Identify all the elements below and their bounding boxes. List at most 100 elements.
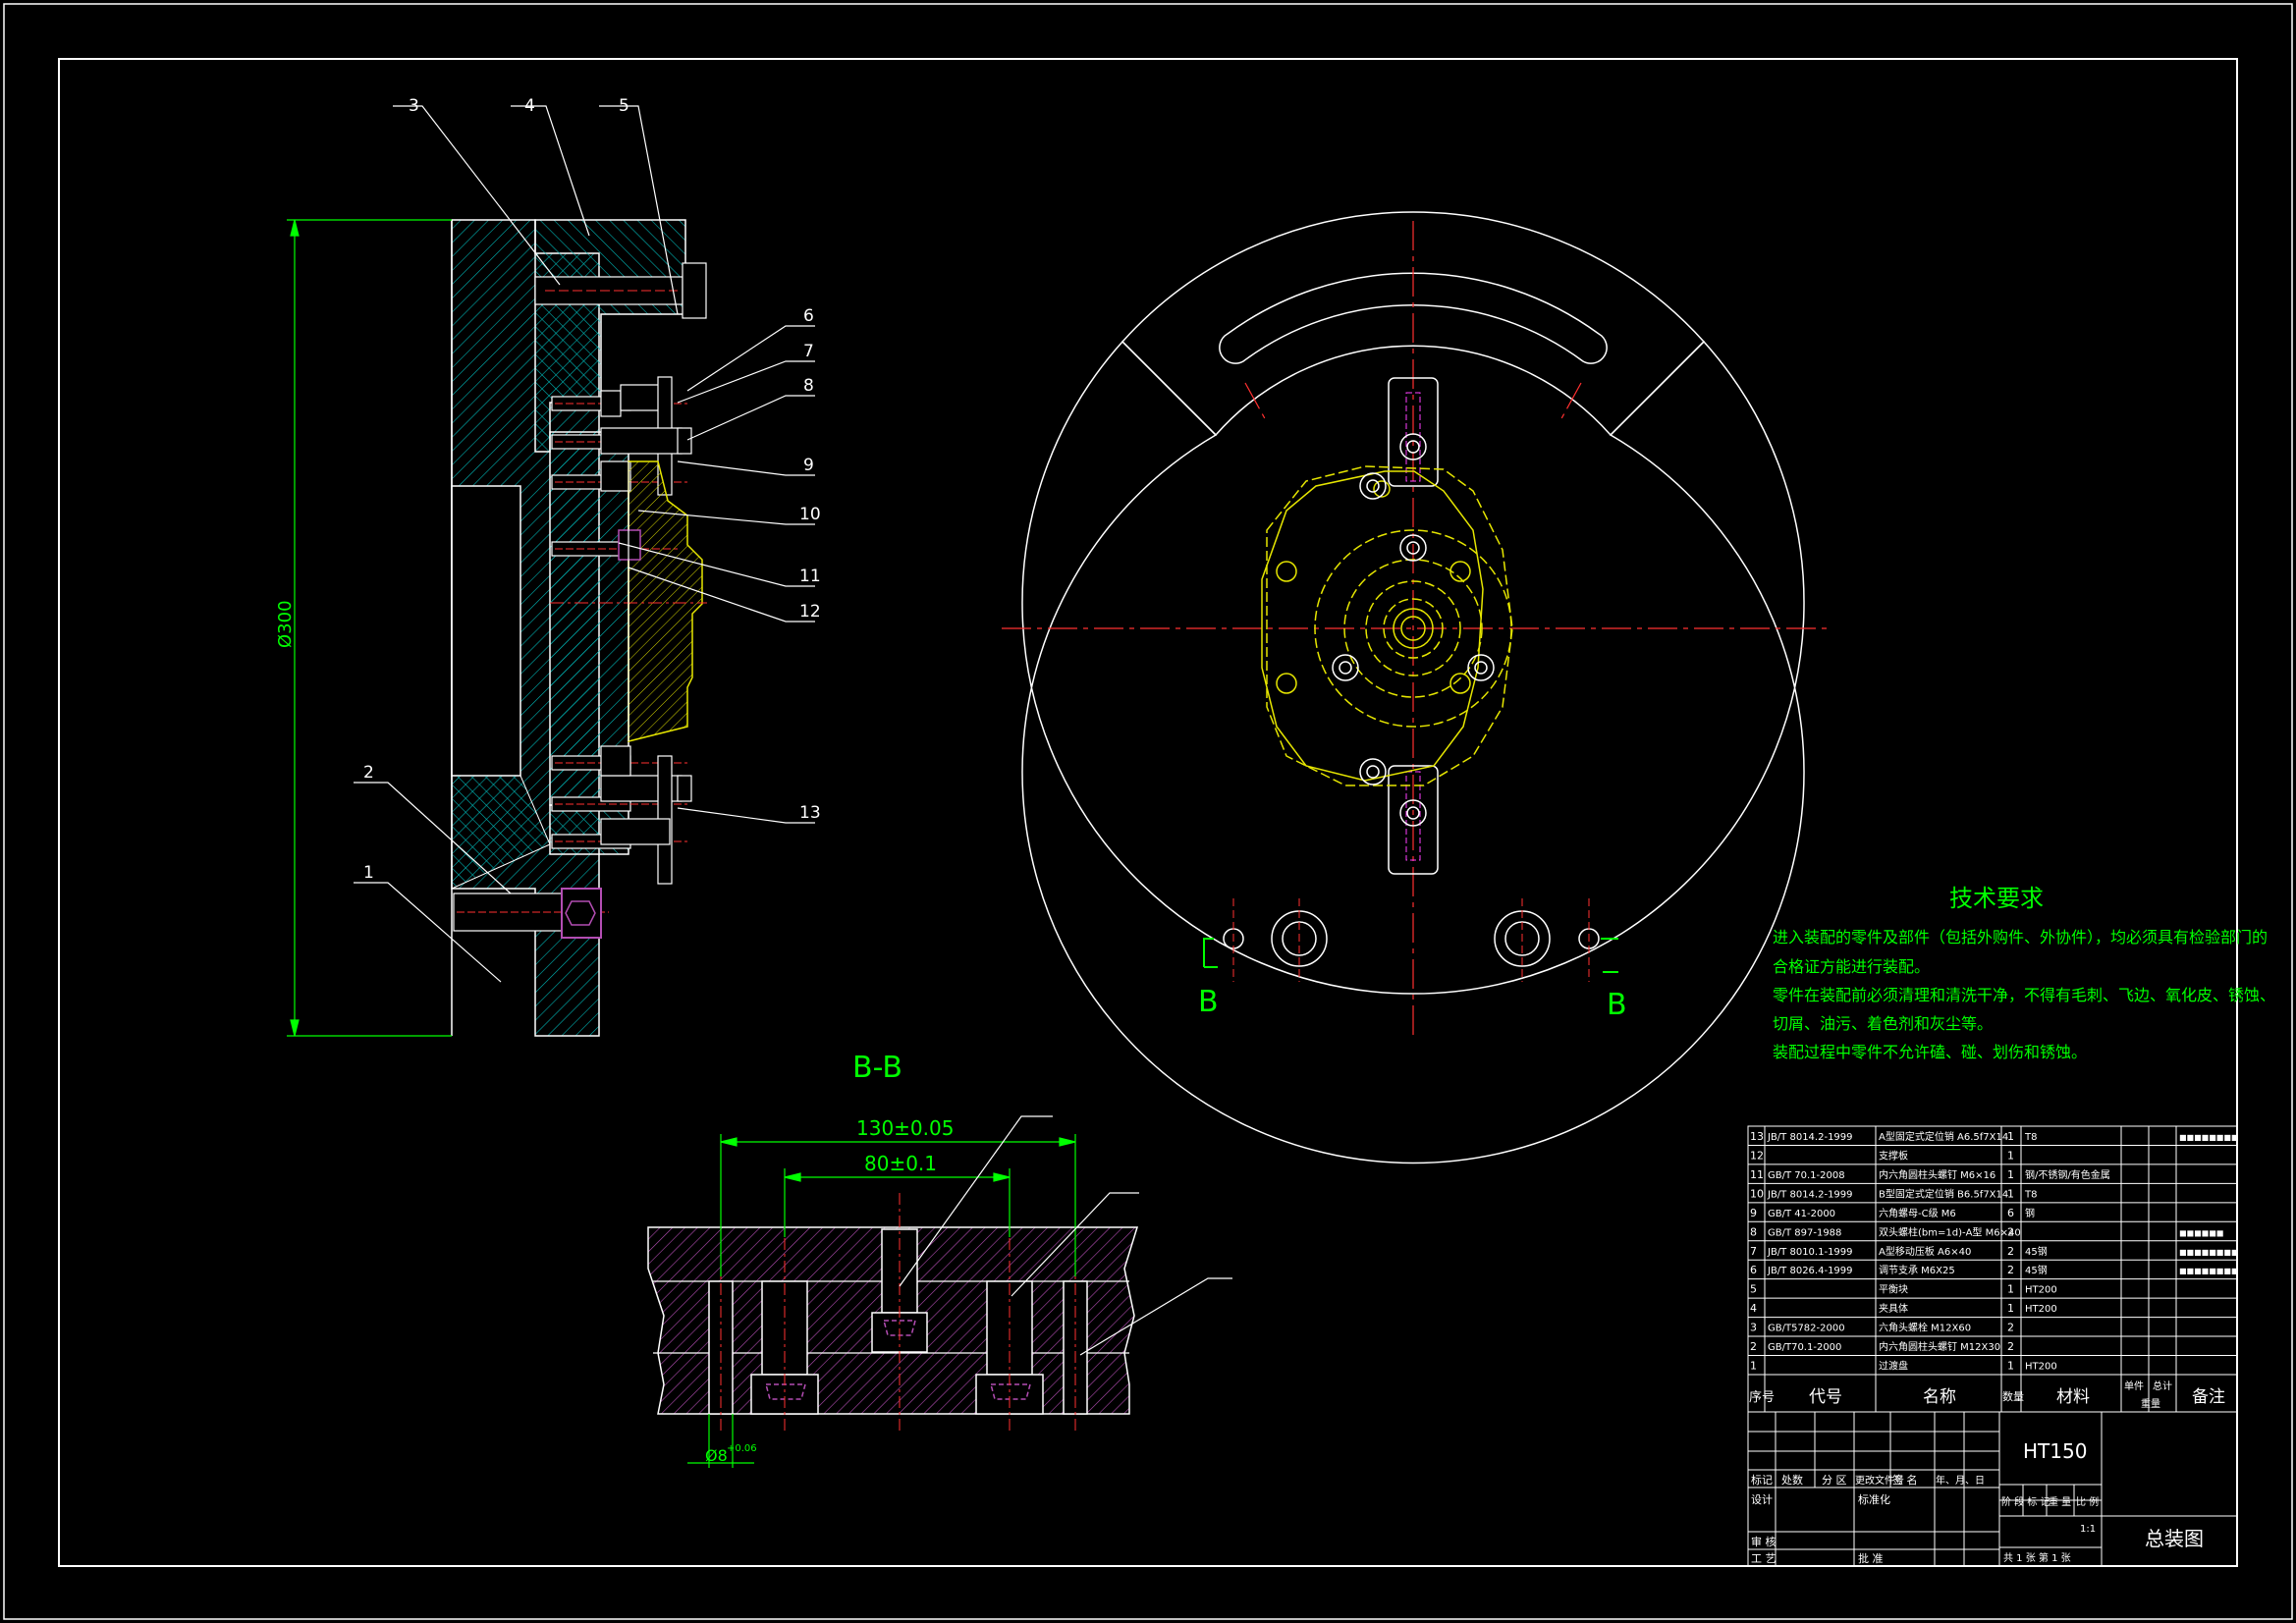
bom-header-unit: 单件	[2124, 1380, 2144, 1392]
bom-cell-code: JB/T 8010.1-1999	[1767, 1247, 1853, 1258]
bom-cell-name: 六角螺母-C级 M6	[1879, 1208, 1956, 1219]
bom-cell-note: ■■■■■■■■	[2179, 1267, 2238, 1275]
bom-cell-mat: T8	[2024, 1189, 2037, 1200]
bom-cell-name: 过渡盘	[1879, 1360, 1908, 1373]
technical-requirements: 技术要求 进入装配的零件及部件（包括外购件、外协件），均必须具有检验部门的 合格…	[1773, 885, 2275, 1061]
front-view: B B	[1002, 211, 1827, 1164]
bom-cell-name: 双头螺柱(bm=1d)-A型 M6×40	[1879, 1225, 2021, 1238]
bom-cell-no: 7	[1750, 1245, 1757, 1258]
bom-cell-mat: 45钢	[2025, 1264, 2048, 1276]
dim-pin-tol: +0.06	[727, 1443, 757, 1454]
bom-cell-code: GB/T 41-2000	[1768, 1209, 1835, 1219]
bom-cell-qty: 1	[2007, 1130, 2014, 1143]
bom-cell-name: 内六角圆柱头螺钉 M12X30	[1879, 1340, 2000, 1353]
bom-header-mat: 材料	[2056, 1387, 2090, 1407]
bom-cell-code: JB/T 8026.4-1999	[1767, 1266, 1853, 1276]
section-title: B-B	[852, 1051, 902, 1085]
bom-cell-mat: 钢	[2025, 1207, 2035, 1219]
bom-cell-name: A型固定式定位销 A6.5f7X14	[1879, 1130, 2008, 1143]
bom-header-no: 序号	[1749, 1390, 1775, 1405]
bom-cell-code: GB/T 897-1988	[1768, 1227, 1841, 1238]
sheet-border	[3, 3, 2293, 1620]
bom-cell-name: 内六角圆柱头螺钉 M6×16	[1879, 1168, 1995, 1181]
balloon-9: 9	[803, 456, 814, 475]
bom-cell-qty: 2	[2007, 1322, 2014, 1334]
bom-cell-no: 6	[1750, 1264, 1757, 1276]
balloon-12: 12	[799, 602, 821, 622]
bom-cell-qty: 1	[2007, 1360, 2014, 1373]
bom-cell-no: 5	[1750, 1283, 1757, 1296]
title-sign: 签 名	[1892, 1473, 1918, 1487]
title-block	[1747, 1411, 2238, 1567]
title-count: 处数	[1781, 1474, 1803, 1487]
bom-cell-no: 12	[1750, 1149, 1764, 1162]
dim-width-inner: 80±0.1	[864, 1152, 937, 1175]
bom-cell-no: 4	[1750, 1302, 1757, 1315]
bom-cell-name: A型移动压板 A6×40	[1879, 1245, 1971, 1258]
bom-cell-qty: 1	[2007, 1302, 2014, 1315]
title-stage-mark: 阶 段 标 记	[2001, 1495, 2050, 1508]
bom-header-note: 备注	[2192, 1387, 2225, 1407]
tech-line-3: 零件在装配前必须清理和清洗干净，不得有毛刺、飞边、氧化皮、锈蚀、	[1773, 986, 2275, 1004]
bom-header-code: 代号	[1809, 1387, 1842, 1407]
title-mark: 标记	[1751, 1473, 1773, 1487]
bom-cell-mat: T8	[2024, 1132, 2037, 1143]
bom-cell-name: 调节支承 M6X25	[1879, 1265, 1955, 1276]
title-standardize: 标准化	[1858, 1492, 1890, 1506]
balloon-11: 11	[799, 567, 821, 586]
bom-cell-name: 夹具体	[1879, 1302, 1908, 1315]
bom-cell-no: 3	[1750, 1322, 1757, 1334]
bom-cell-no: 13	[1750, 1130, 1764, 1143]
section-b-b-view: B-B	[647, 1051, 1232, 1468]
title-scale: 比 例	[2076, 1495, 2099, 1508]
bom-cell-qty: 2	[2007, 1225, 2014, 1238]
bom-cell-no: 8	[1750, 1225, 1757, 1238]
title-design: 设计	[1751, 1493, 1773, 1506]
frame-border	[58, 58, 2238, 1567]
bom-cell-mat: HT200	[2025, 1362, 2057, 1373]
balloon-3: 3	[409, 96, 419, 116]
bom-cell-no: 1	[1750, 1360, 1757, 1373]
section-marker-left: B	[1198, 985, 1219, 1019]
bom-cell-note: ■■■■■■■■	[2179, 1133, 2238, 1142]
tech-line-2: 合格证方能进行装配。	[1773, 957, 1930, 976]
balloon-13: 13	[799, 803, 821, 823]
title-approve: 批 准	[1858, 1551, 1884, 1565]
bom-cell-name: B型固定式定位销 B6.5f7X14	[1879, 1187, 2008, 1200]
bom-cell-code: JB/T 8014.2-1999	[1767, 1189, 1853, 1200]
bom-cell-qty: 2	[2007, 1264, 2014, 1276]
bom-header-weight: 重量	[2141, 1397, 2160, 1410]
bom-cell-code: GB/T 70.1-2008	[1768, 1170, 1845, 1181]
bom-header-total: 总计	[2153, 1380, 2172, 1392]
bom-cell-qty: 1	[2007, 1187, 2014, 1200]
section-marker-right: B	[1607, 988, 1627, 1022]
part-12-support-plate	[628, 460, 703, 742]
bom-cell-mat: HT200	[2025, 1304, 2057, 1315]
bom-cell-code: JB/T 8014.2-1999	[1767, 1132, 1853, 1143]
balloon-2: 2	[363, 763, 374, 783]
title-block-text: HT150 总装图 标记 处数 分 区 更改文件号 签 名 年、月、日 设计 标…	[1751, 1439, 2204, 1565]
bom-cell-qty: 1	[2007, 1168, 2014, 1181]
bom-cell-qty: 2	[2007, 1340, 2014, 1353]
tech-line-4: 切屑、油污、着色剂和灰尘等。	[1773, 1014, 1993, 1033]
arc-slot	[1219, 272, 1608, 364]
bom-cell-code: GB/T5782-2000	[1768, 1324, 1845, 1334]
balloon-leaders	[354, 105, 815, 983]
bom-cell-no: 9	[1750, 1207, 1757, 1219]
balloon-labels: 1 2 3 4 5 6 7 8 9 10 11 12 13	[363, 96, 821, 883]
bom-cell-qty: 6	[2007, 1207, 2014, 1219]
title-weight: 重 量	[2049, 1495, 2071, 1508]
bom-header: 序号 代号 名称 数量 材料 单件 总计 重量 备注	[1749, 1380, 2225, 1410]
bom-header-qty: 数量	[2002, 1390, 2024, 1403]
bom-cell-no: 10	[1750, 1187, 1764, 1200]
bom-cell-no: 11	[1750, 1168, 1764, 1181]
bom-cell-mat: 45钢	[2025, 1245, 2048, 1258]
title-scale-value: 1:1	[2080, 1524, 2096, 1535]
tech-line-5: 装配过程中零件不允许磕、碰、划伤和锈蚀。	[1773, 1043, 2087, 1061]
title-material: HT150	[2023, 1439, 2087, 1463]
title-drawing-name: 总装图	[2145, 1527, 2204, 1550]
title-date: 年、月、日	[1936, 1474, 1985, 1487]
balance-block-outline	[1121, 211, 1706, 437]
